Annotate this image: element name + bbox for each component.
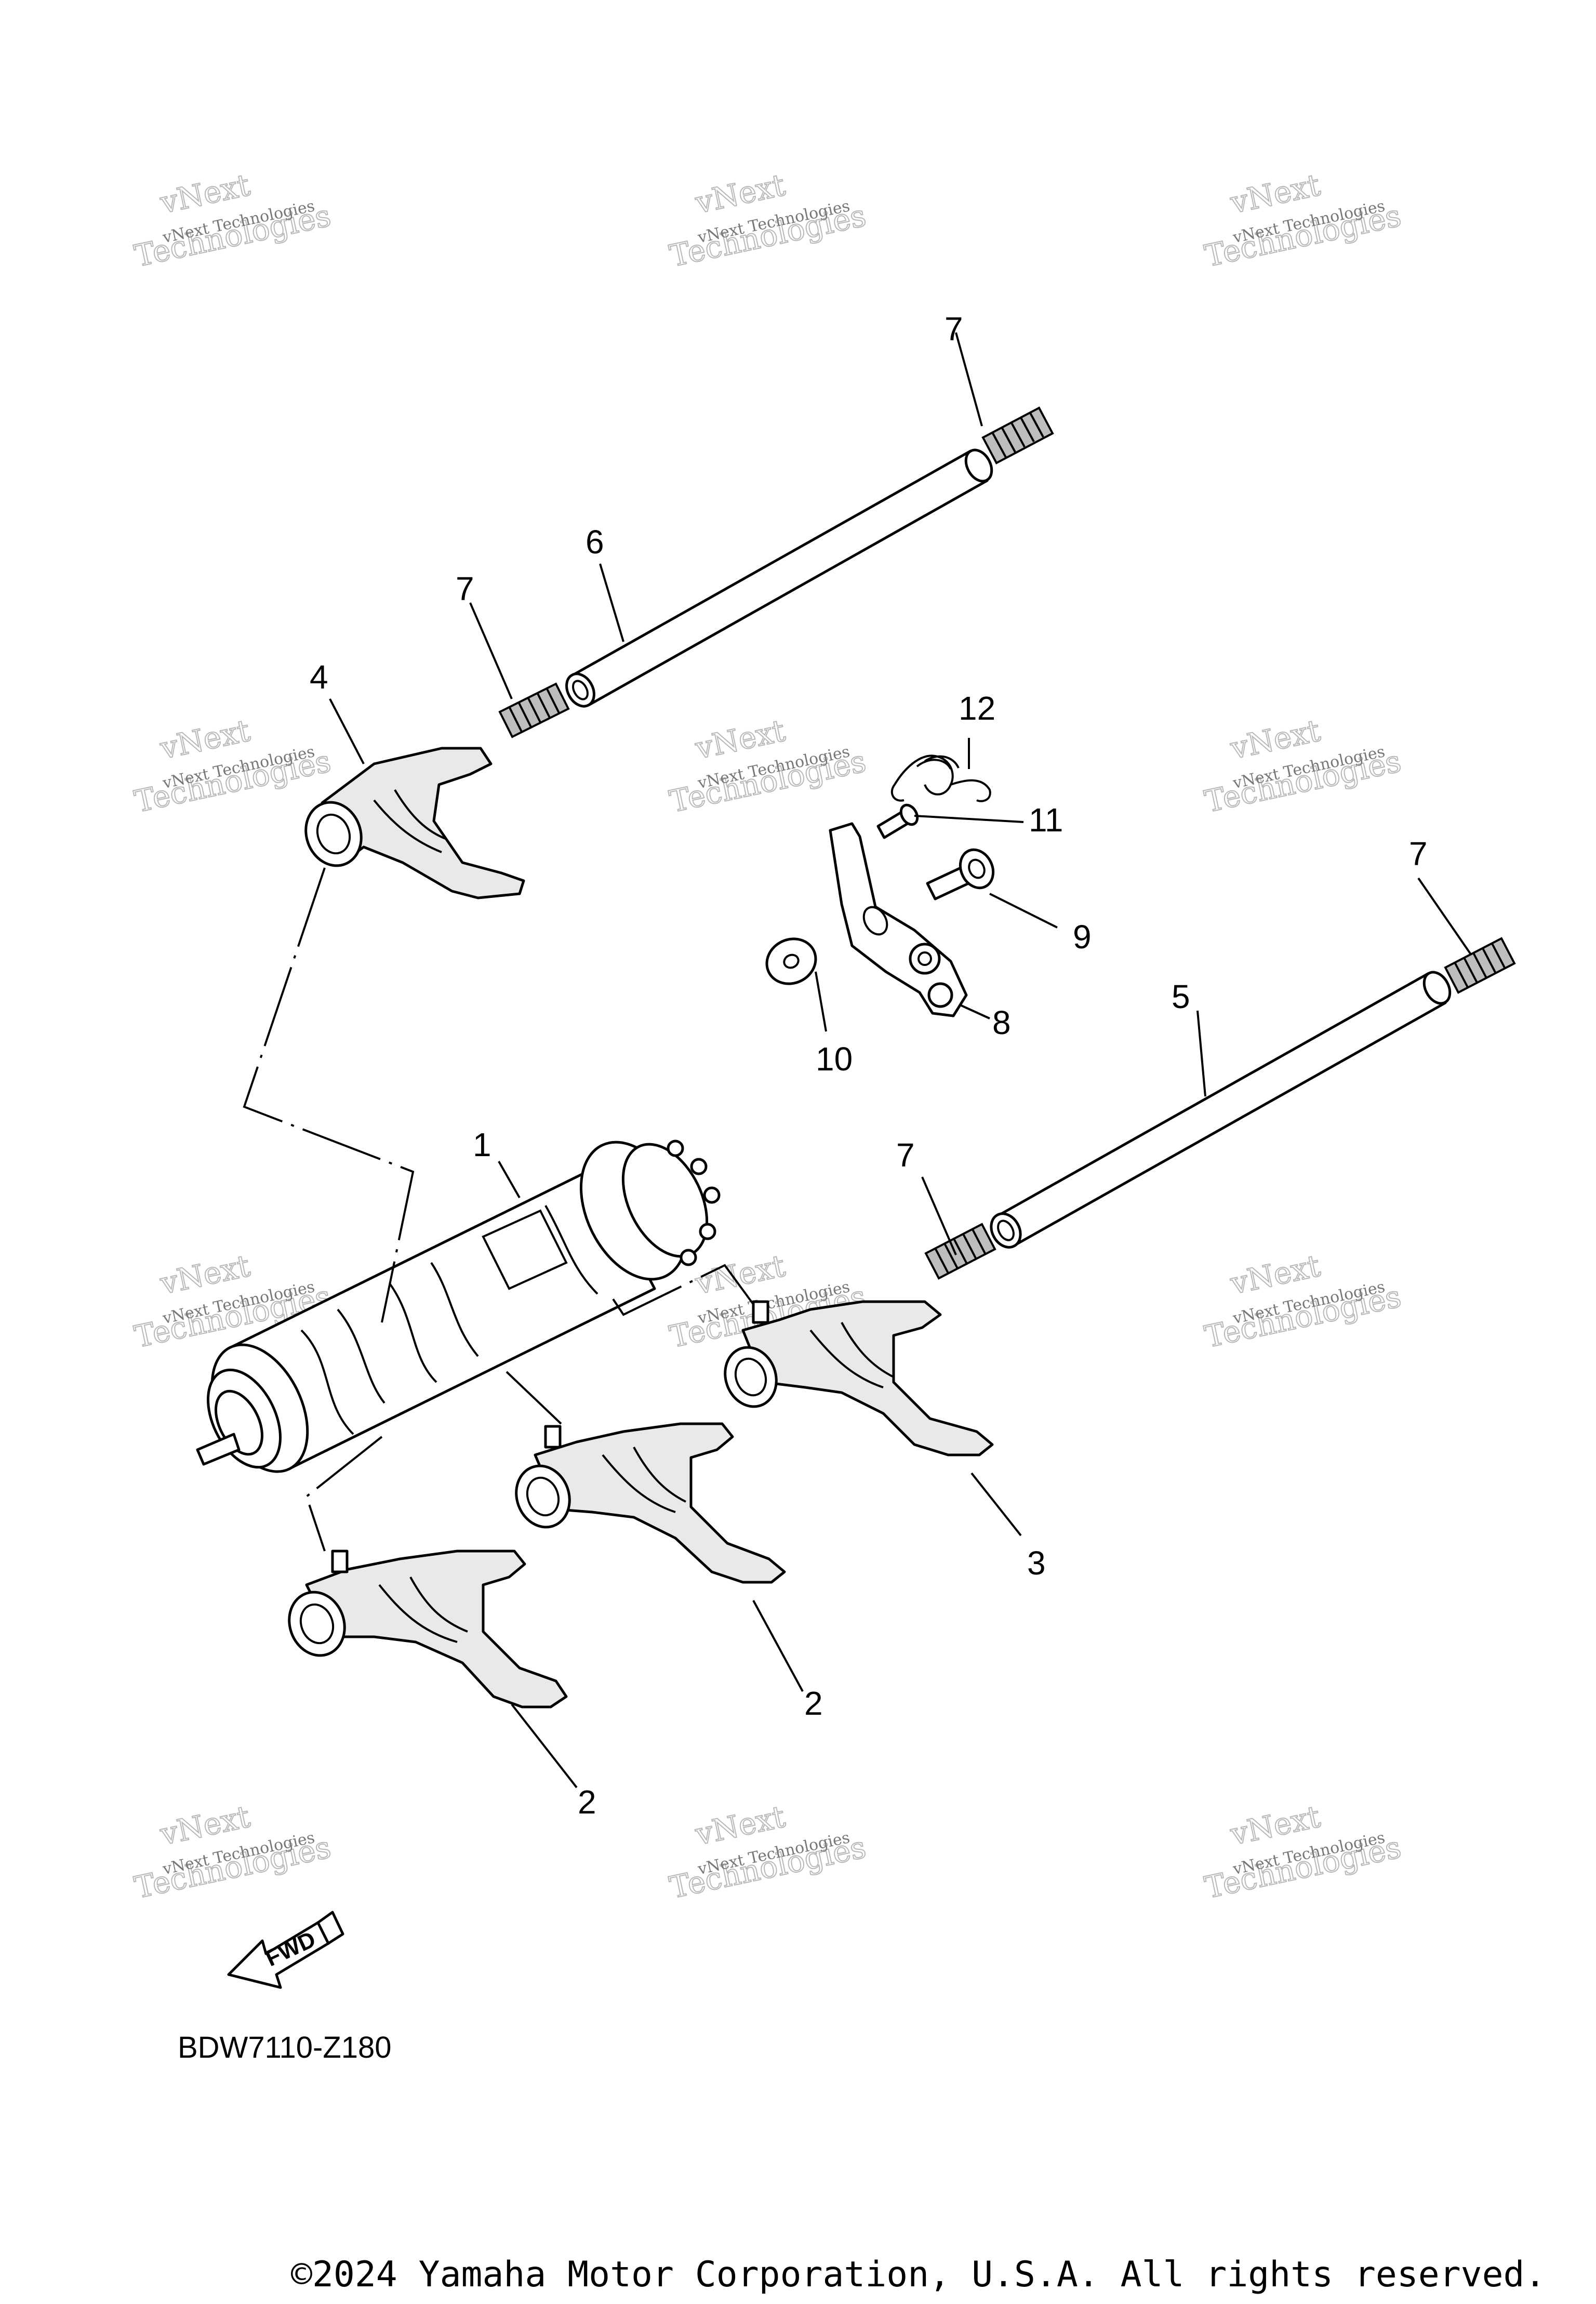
shift-fork-2-lower (288, 1550, 568, 1709)
callout-6: 6 (586, 523, 604, 561)
shaft-spring-upper-left (498, 682, 570, 738)
callout-1: 1 (473, 1126, 491, 1163)
shaft-spring-upper-right (981, 406, 1054, 465)
watermark: vNext Technologies vNext Technologies (131, 712, 335, 820)
diagram-code: BDW7110-Z180 (178, 2031, 392, 2064)
stopper-lever (829, 822, 968, 1017)
lever-bolt (926, 848, 995, 901)
fwd-arrow-icon: FWD (227, 1911, 344, 1989)
callout-2-middle: 2 (804, 1685, 823, 1722)
callout-7-upper-left: 7 (456, 570, 474, 607)
callout-3: 3 (1027, 1544, 1046, 1582)
lever-collar-pin (876, 803, 919, 839)
watermark: vNext Technologies vNext Technologies (666, 712, 870, 820)
shift-fork-shaft-lower (990, 971, 1452, 1249)
callout-11: 11 (1029, 801, 1063, 839)
shaft-spring-lower-right (1444, 937, 1516, 994)
callout-7-top: 7 (945, 310, 963, 348)
callout-7-lower-left: 7 (896, 1136, 915, 1174)
shift-fork-2-middle (515, 1422, 786, 1584)
watermark: vNext Technologies vNext Technologies (1201, 1248, 1405, 1355)
callouts: 1 2 2 3 4 5 6 7 7 7 7 8 9 10 11 12 (310, 310, 1428, 1821)
watermark: vNext Technologies vNext Technologies (131, 1798, 335, 1906)
callout-5: 5 (1172, 978, 1190, 1015)
callout-12: 12 (959, 690, 995, 727)
callout-7-right: 7 (1409, 835, 1428, 872)
watermark: vNext Technologies vNext Technologies (666, 1798, 870, 1906)
callout-4: 4 (310, 658, 328, 696)
torsion-spring (890, 754, 991, 802)
callout-10: 10 (816, 1040, 853, 1078)
watermark: vNext Technologies vNext Technologies (666, 167, 870, 274)
shaft-spring-lower-left (924, 1223, 996, 1280)
shift-drum (196, 1140, 721, 1473)
copyright-notice: ©2024 Yamaha Motor Corporation, U.S.A. A… (291, 2254, 1546, 2295)
watermark: vNext Technologies vNext Technologies (1201, 167, 1405, 274)
shift-fork-4 (304, 747, 525, 899)
watermark: vNext Technologies vNext Technologies (131, 167, 335, 274)
callout-9: 9 (1073, 918, 1092, 956)
phantom-lines (243, 867, 754, 1552)
callout-2-lower: 2 (578, 1783, 596, 1821)
watermark: vNext Technologies vNext Technologies (1201, 1798, 1405, 1906)
shift-fork-3 (724, 1300, 994, 1456)
watermark: vNext Technologies vNext Technologies (1201, 712, 1405, 820)
leader-lines (329, 332, 1471, 1789)
callout-8: 8 (992, 1004, 1011, 1041)
lever-washer (765, 937, 817, 985)
shift-fork-shaft-upper (565, 448, 993, 708)
